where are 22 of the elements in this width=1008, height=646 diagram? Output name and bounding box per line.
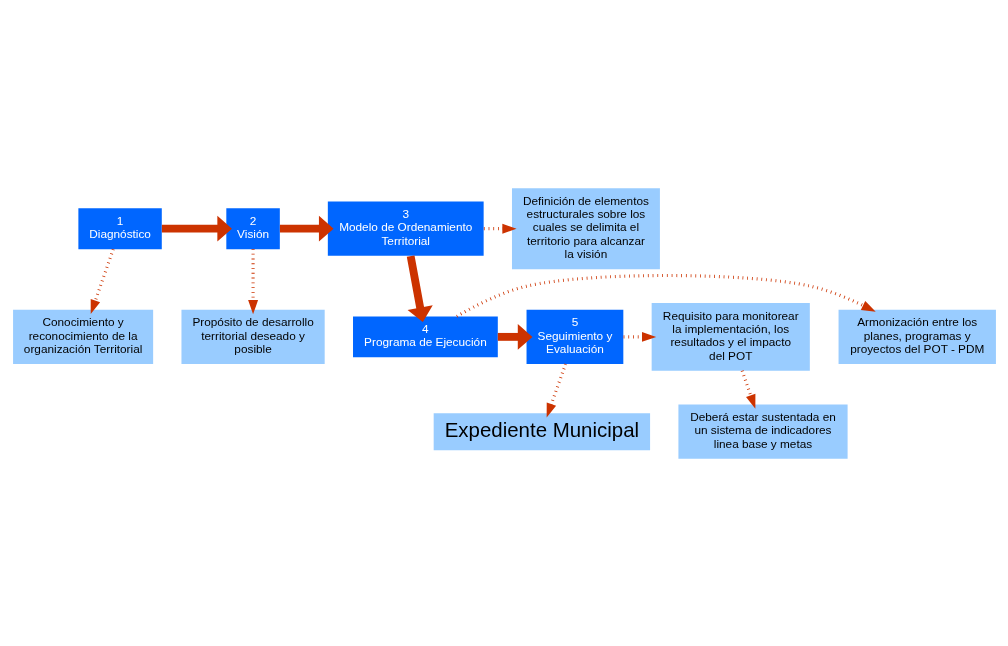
arrow — [247, 248, 258, 314]
node-box: Propósito de desarrollo territorial deseado y posible — [180, 309, 325, 364]
node-box: 4 Programa de Ejecución — [352, 315, 498, 357]
node-box: 3 Modelo de Ordenamiento Territorial — [327, 201, 484, 256]
arrow — [406, 254, 433, 322]
arrow — [546, 363, 567, 417]
arrow — [455, 273, 876, 318]
arrow — [279, 215, 334, 241]
arrow — [161, 215, 232, 241]
node-box: 1 Diagnóstico — [77, 207, 162, 249]
node-box: Definición de elementos estructurales sobre los cuales se delimita el territorio para alcanzar la visión — [511, 187, 660, 269]
arrow — [497, 323, 532, 350]
node-box: Conocimiento y reconocimiento de la organización Territorial — [12, 309, 153, 364]
node-box: Expediente Municipal — [433, 412, 650, 450]
node-box: Deberá estar sustentada en un sistema de indicadores linea base y metas — [677, 404, 848, 459]
node-box: Armonización entre los planes, programas y proyectos del POT - PDM — [838, 309, 996, 364]
arrow — [483, 223, 517, 234]
node-box: Requisito para monitorear la implementación, los resultados y el impacto del POT — [651, 302, 810, 371]
node-box: 5 Seguimiento y Evaluación — [526, 309, 623, 364]
node-box: 2 Visión — [225, 207, 280, 249]
arrow — [90, 248, 115, 314]
arrow — [740, 369, 755, 409]
